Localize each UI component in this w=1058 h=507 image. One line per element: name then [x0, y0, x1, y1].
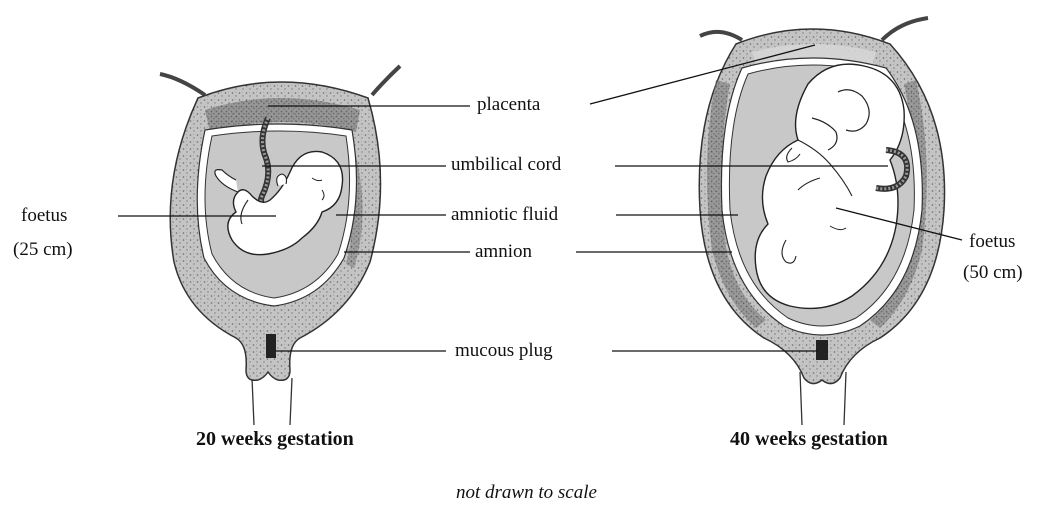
left-tube-left [160, 74, 205, 95]
label-foetus-left-size: (25 cm) [12, 239, 74, 261]
right-vagina-wall-left [800, 372, 802, 425]
footnote-scale: not drawn to scale [456, 482, 597, 504]
left-vagina-wall-right [290, 378, 292, 425]
left-mucous-plug [266, 334, 276, 358]
label-foetus-right: foetus [968, 231, 1016, 253]
right-mucous-plug [816, 340, 828, 360]
label-amnion: amnion [474, 241, 533, 263]
label-umbilical-cord: umbilical cord [450, 154, 562, 176]
label-mucous-plug: mucous plug [454, 340, 554, 362]
label-amniotic-fluid: amniotic fluid [450, 204, 559, 226]
left-vagina-wall-left [252, 378, 254, 425]
left-tube-right [372, 66, 400, 95]
label-placenta: placenta [476, 94, 541, 116]
right-tube-right [882, 18, 928, 40]
caption-20-weeks: 20 weeks gestation [196, 428, 354, 451]
right-tube-left [700, 32, 742, 40]
caption-40-weeks: 40 weeks gestation [730, 428, 888, 451]
uterus-40-weeks [699, 18, 944, 425]
label-foetus-right-size: (50 cm) [962, 262, 1024, 284]
right-vagina-wall-right [844, 372, 846, 425]
uterus-20-weeks [160, 66, 400, 425]
label-foetus-left: foetus [20, 205, 68, 227]
